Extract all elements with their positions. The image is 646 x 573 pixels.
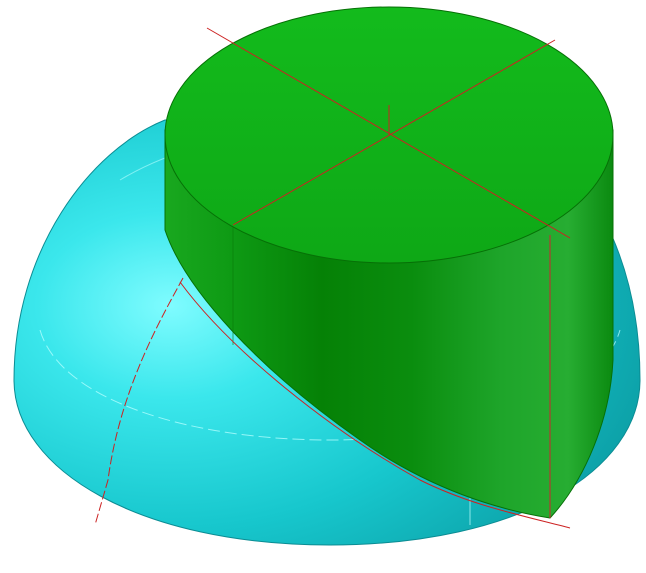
intersection-curve-bottom [179, 281, 571, 529]
construction-lines [94, 27, 571, 529]
hemisphere-rim-inner [39, 329, 621, 441]
intersection-curve-left [94, 277, 184, 526]
axis-line-b [232, 39, 556, 226]
